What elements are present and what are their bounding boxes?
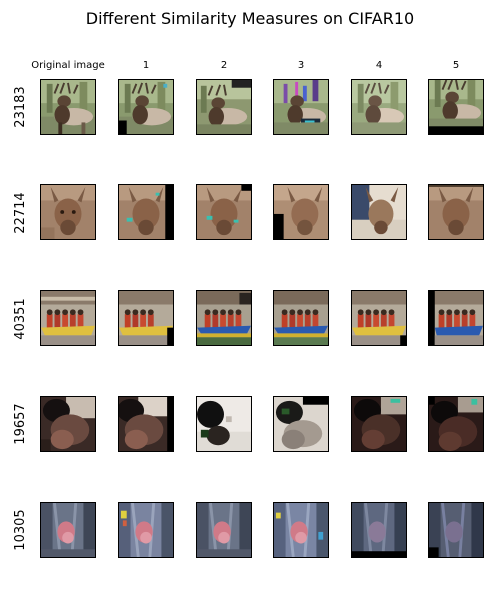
thumbnail-row3-result-1 bbox=[118, 290, 174, 346]
row-label-22714: 22714 bbox=[13, 192, 28, 234]
thumbnail-row4-result-4 bbox=[351, 396, 407, 452]
thumbnail-row2-result-5 bbox=[428, 184, 484, 240]
thumbnail-row2-original bbox=[40, 184, 96, 240]
thumbnail-row5-result-5 bbox=[428, 502, 484, 558]
thumbnail-row1-result-3 bbox=[273, 79, 329, 135]
thumbnail-row1-result-2 bbox=[196, 79, 252, 135]
thumbnail-row2-result-2 bbox=[196, 184, 252, 240]
thumbnail-row4-result-5 bbox=[428, 396, 484, 452]
column-header-2: 2 bbox=[220, 60, 228, 71]
thumbnail-row4-result-2 bbox=[196, 396, 252, 452]
thumbnail-row4-result-3 bbox=[273, 396, 329, 452]
thumbnail-row3-result-2 bbox=[196, 290, 252, 346]
thumbnail-row3-result-5 bbox=[428, 290, 484, 346]
row-label-23183: 23183 bbox=[13, 86, 28, 128]
thumbnail-row3-original bbox=[40, 290, 96, 346]
thumbnail-row5-result-4 bbox=[351, 502, 407, 558]
thumbnail-row5-result-3 bbox=[273, 502, 329, 558]
column-header-4: 4 bbox=[375, 60, 383, 71]
column-header-1: 1 bbox=[142, 60, 150, 71]
thumbnail-row2-result-1 bbox=[118, 184, 174, 240]
thumbnail-row4-original bbox=[40, 396, 96, 452]
row-label-10305: 10305 bbox=[13, 509, 28, 551]
column-header-5: 5 bbox=[452, 60, 460, 71]
thumbnail-row4-result-1 bbox=[118, 396, 174, 452]
row-label-40351: 40351 bbox=[13, 298, 28, 340]
row-label-19657: 19657 bbox=[13, 403, 28, 445]
thumbnail-row5-result-2 bbox=[196, 502, 252, 558]
thumbnail-row1-original bbox=[40, 79, 96, 135]
thumbnail-row5-result-1 bbox=[118, 502, 174, 558]
thumbnail-row1-result-1 bbox=[118, 79, 174, 135]
thumbnail-row3-result-3 bbox=[273, 290, 329, 346]
thumbnail-row1-result-5 bbox=[428, 79, 484, 135]
column-header-original: Original image bbox=[31, 60, 105, 71]
thumbnail-row2-result-3 bbox=[273, 184, 329, 240]
figure-title: Different Similarity Measures on CIFAR10 bbox=[85, 9, 415, 28]
thumbnail-row5-original bbox=[40, 502, 96, 558]
thumbnail-row2-result-4 bbox=[351, 184, 407, 240]
thumbnail-row3-result-4 bbox=[351, 290, 407, 346]
column-header-3: 3 bbox=[297, 60, 305, 71]
thumbnail-row1-result-4 bbox=[351, 79, 407, 135]
